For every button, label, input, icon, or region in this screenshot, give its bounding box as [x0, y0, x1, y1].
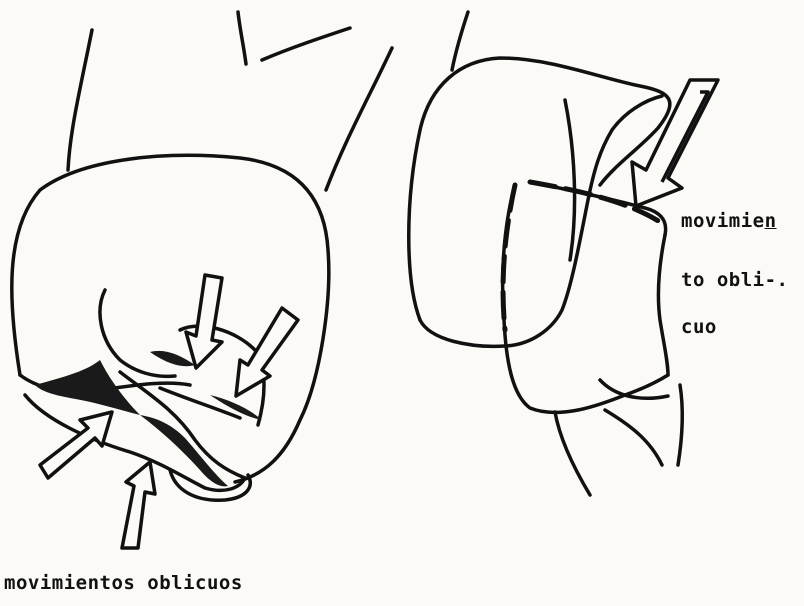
- caption-movimiento-line-2: to obli-.: [681, 269, 788, 291]
- right-upper-block-right: [565, 100, 575, 260]
- left-arrow-top-right: [236, 308, 298, 396]
- left-gluteal-cleft: [100, 290, 175, 376]
- left-shade-3: [150, 351, 195, 366]
- left-back-line: [326, 48, 392, 190]
- right-upper-block: [409, 58, 670, 320]
- caption-movimiento-line-3: cuo: [681, 316, 717, 338]
- left-arrow-bottom-center: [122, 462, 155, 548]
- left-neck-line: [238, 12, 246, 64]
- left-arrow-bottom-left: [40, 412, 112, 478]
- right-lower-leg-3: [678, 385, 682, 465]
- caption-movimientos-oblicuos: movimientos oblicuos: [4, 572, 243, 594]
- right-lower-block-right: [658, 235, 668, 375]
- caption-line-1-underlined: n: [765, 210, 777, 232]
- right-lower-leg-2: [605, 410, 662, 465]
- left-lower-fold-3: [120, 372, 245, 478]
- caption-line-1-main: movimie: [681, 210, 765, 232]
- left-arrow-top-center: [186, 275, 222, 368]
- right-lower-leg-1: [555, 412, 590, 495]
- caption-movimiento-line-1: movimien: [681, 210, 777, 232]
- right-back-line-top: [452, 12, 468, 70]
- left-shoulder-line: [262, 28, 350, 60]
- right-lower-block-dashed-left: [503, 185, 515, 330]
- right-upper-block-front: [420, 96, 662, 346]
- left-body-outline-left: [68, 30, 92, 170]
